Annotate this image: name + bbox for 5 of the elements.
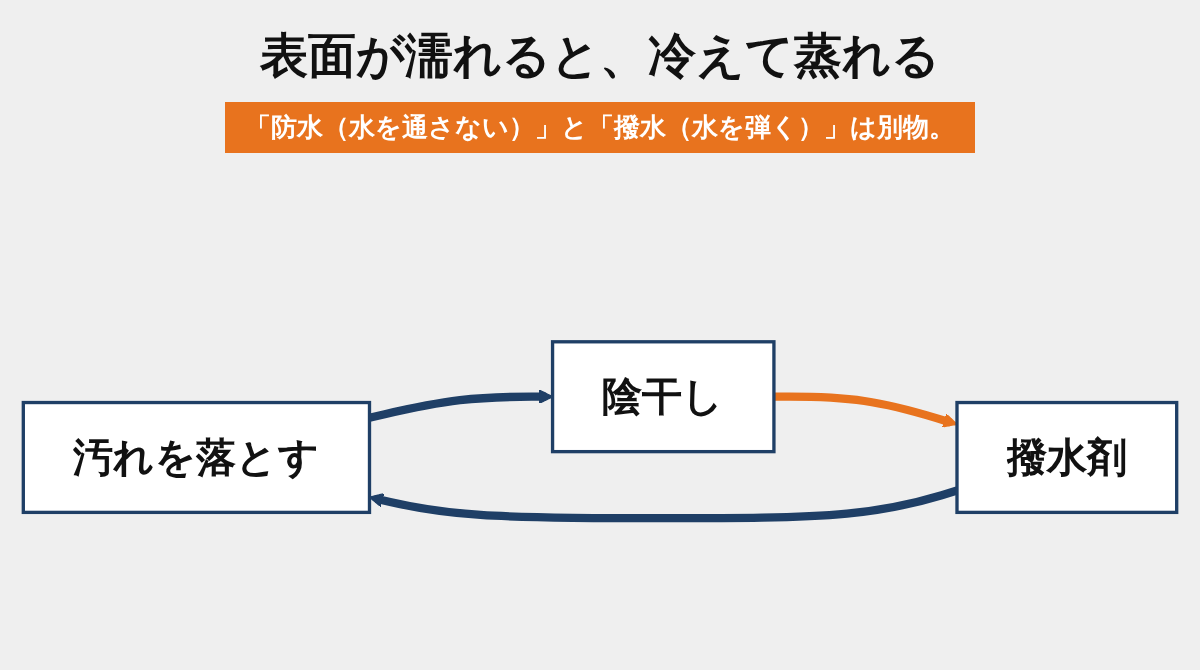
node-box: 汚れを落とす: [21, 400, 372, 515]
node-box: 陰干し: [550, 340, 776, 454]
title: 表面が濡れると、冷えて蒸れる: [259, 26, 941, 85]
subtitle-banner: 「防水（水を通さない）」と「撥水（水を弾く）」は別物。: [225, 102, 975, 153]
node-box: 撥水剤: [955, 400, 1179, 515]
